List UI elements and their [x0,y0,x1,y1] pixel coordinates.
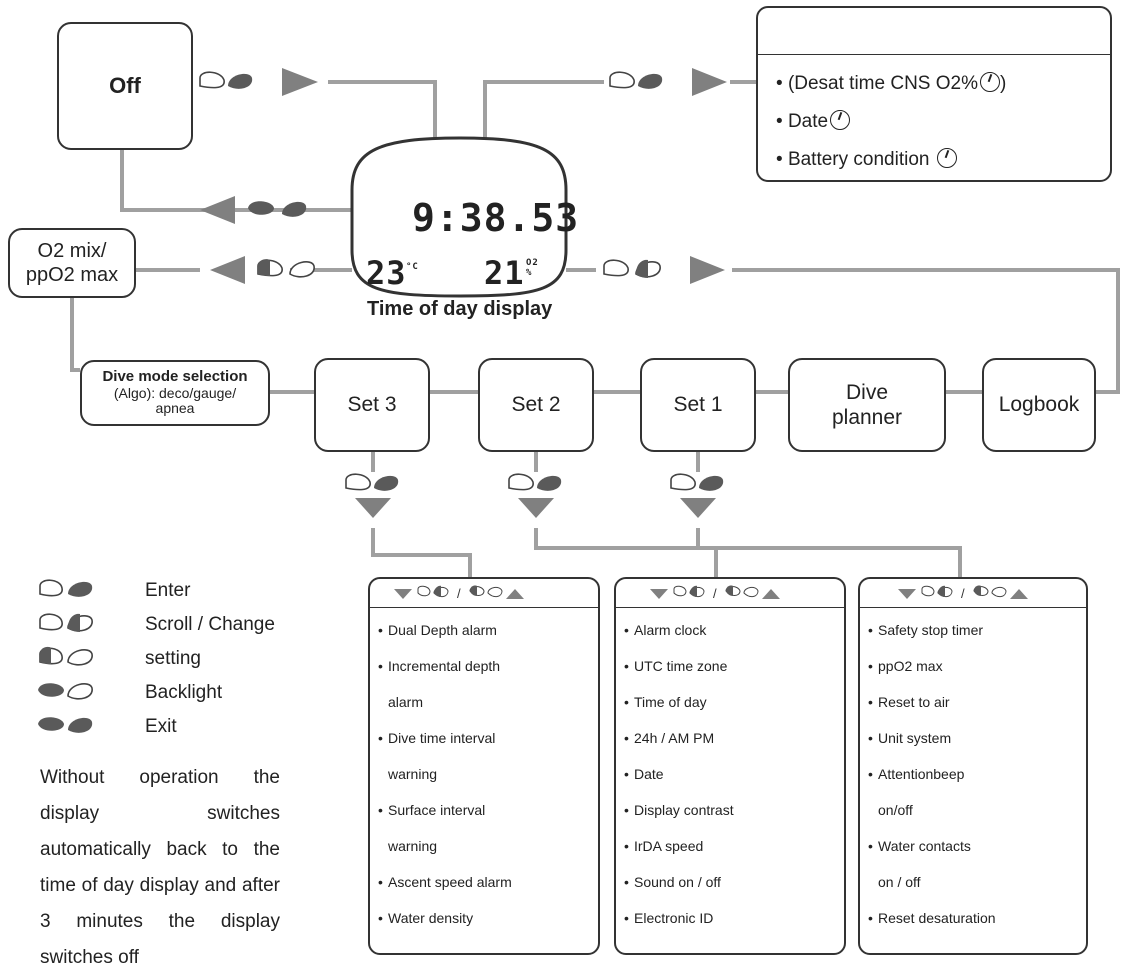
menu-item: •Water contacts [868,838,971,854]
dive-mode-title: Dive mode selection [102,368,248,386]
clock-icon [830,110,851,130]
menu-item: •Attentionbeep [868,766,965,782]
menu-item: •Alarm clock [624,622,707,638]
scroll-buttons-icon: / [394,585,524,601]
set2-label: Set 2 [511,393,561,417]
set3-label: Set 3 [347,393,397,417]
svg-text:/: / [713,586,717,601]
menu-header-icons: / [370,579,598,608]
set3-menu: / •Dual Depth alarm •Incremental depth a… [368,577,600,955]
menu-item: •Dual Depth alarm [378,622,497,638]
set2-menu: / •Alarm clock •UTC time zone •Time of d… [614,577,846,955]
watch-caption: Time of day display [367,298,553,320]
exit-buttons-icon [38,717,93,733]
menu-item: •Dive time interval [378,730,496,746]
menu-item: •Display contrast [624,802,734,818]
watch-time-display: 9:38.53 [412,196,580,240]
menu-item: •UTC time zone [624,658,728,674]
set1-menu: / •Safety stop timer •ppO2 max •Reset to… [858,577,1088,955]
dive-mode-subtitle: (Algo): deco/gauge/ apnea [113,384,237,417]
menu-item: on / off [878,874,921,890]
set2-box: Set 2 [478,358,594,452]
watch-temperature: 23 [366,254,407,292]
menu-item: warning [388,838,438,854]
off-box: Off [57,22,193,150]
o2-mix-box: O2 mix/ ppO2 max [8,228,136,298]
menu-item: •Unit system [868,730,952,746]
menu-item: •Surface interval [378,802,486,818]
menu-item: •Date [624,766,664,782]
menu-item: •Time of day [624,694,707,710]
scroll-left-buttons-icon [39,646,93,666]
menu-item: •Incremental depth [378,658,501,674]
menu-item: •Sound on / off [624,874,721,890]
set3-box: Set 3 [314,358,430,452]
menu-item: •Reset to air [868,694,950,710]
menu-item: •Safety stop timer [868,622,984,638]
logbook-label: Logbook [998,393,1080,417]
clock-icon [936,148,957,168]
dive-planner-box: Dive planner [788,358,946,452]
connector-lines [70,18,1120,577]
logbook-box: Logbook [982,358,1096,452]
info-item: • Date [776,103,1110,141]
clock-icon [979,72,1000,92]
info-box: • (Desat time CNS O2%) • Date • Battery … [756,6,1112,182]
scroll-buttons-icon: / [898,585,1028,601]
watch-temperature-unit: °C [406,262,419,272]
menu-item: •Electronic ID [624,910,714,926]
menu-item: on/off [878,802,913,818]
ppo2-max-label: ppO2 max [25,264,119,286]
menu-header-icons: / [616,579,844,608]
watch-o2-unit: O2 % [526,258,539,278]
svg-text:/: / [457,586,461,601]
menu-item: •Water density [378,910,474,926]
backlight-buttons-icon [38,683,93,700]
menu-header-icons: / [860,579,1086,608]
enter-buttons-icon [39,579,93,597]
menu-item: •Ascent speed alarm [378,874,512,890]
menu-item: •Reset desaturation [868,910,996,926]
menu-item: warning [388,766,438,782]
legend-icons [38,579,93,733]
menu-item: •ppO2 max [868,658,943,674]
menu-item: alarm [388,694,424,710]
menu-item: •IrDA speed [624,838,704,854]
o2-mix-label: O2 mix/ [37,240,107,262]
info-item: • (Desat time CNS O2%) [776,72,1007,94]
watch-o2: 21 [484,254,525,292]
set1-label: Set 1 [673,393,723,417]
dive-planner-label: Dive planner [831,380,903,429]
dive-mode-box: Dive mode selection (Algo): deco/gauge/ … [80,360,270,426]
off-label: Off [109,72,141,98]
info-box-header [758,8,1110,55]
menu-item: •24h / AM PM [624,730,715,746]
scroll-buttons-icon: / [650,585,780,601]
scroll-right-buttons-icon [39,613,93,632]
watch-body [350,136,568,298]
timeout-note: Without operation the display switches a… [40,767,280,968]
info-item: • Battery condition [776,141,1110,179]
svg-text:/: / [961,586,965,601]
set1-box: Set 1 [640,358,756,452]
